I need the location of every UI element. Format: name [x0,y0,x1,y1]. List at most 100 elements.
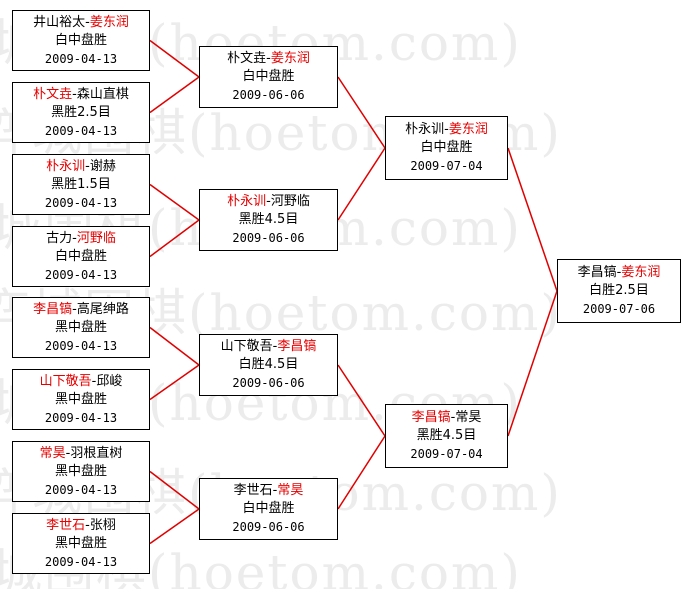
player-1-name: 朴永训 [46,158,86,174]
player-separator: - [272,483,278,498]
match-result: 黑中盘胜 [54,391,107,407]
match-result: 白中盘胜 [242,501,295,516]
player-separator: - [72,230,77,246]
match-box-r1-7: 常昊-羽根直树黑中盘胜 2009-04-13 [12,441,150,502]
player-2-name: 高尾绅路 [76,301,129,317]
player-separator: - [450,410,456,425]
player-separator: - [272,339,278,354]
player-2-name: 邱峻 [96,373,123,389]
match-players: 山下敬吾-邱峻 [40,373,123,391]
player-1-name: 井山裕太 [33,14,86,30]
player-2-name: 河野临 [76,230,116,246]
player-1-name: 李昌镐 [411,410,451,425]
match-result: 白中盘胜 [54,248,107,264]
match-date: 2009-06-06 [232,231,305,245]
match-date: 2009-07-04 [410,447,483,461]
player-separator: - [85,14,90,30]
player-2-name: 姜东润 [89,14,129,30]
match-date: 2009-06-06 [232,88,305,102]
player-1-name: 朴文垚 [33,86,73,102]
match-players: 李世石-张栩 [46,517,116,535]
match-date: 2009-04-13 [44,482,118,497]
match-players: 朴永训-姜东润 [405,121,488,139]
match-players: 李昌镐-常昊 [412,409,482,427]
connector-r1-7 [149,470,200,510]
match-result: 黑胜2.5目 [51,104,111,120]
match-players: 朴文垚-姜东润 [227,50,310,68]
player-2-name: 李昌镐 [277,339,317,354]
player-1-name: 李昌镐 [577,265,617,280]
match-date: 2009-06-06 [232,376,305,390]
player-separator: - [85,158,90,174]
match-date: 2009-04-13 [44,410,118,425]
match-result: 黑中盘胜 [54,319,107,335]
player-1-name: 常昊 [39,445,66,461]
player-separator: - [266,194,271,209]
player-2-name: 河野临 [270,194,310,209]
player-separator: - [65,445,71,461]
connector-r1-4 [149,219,200,258]
player-1-name: 李世石 [233,483,273,498]
match-box-r1-2: 朴文垚-森山直棋黑胜2.5目 2009-04-13 [12,82,150,143]
player-separator: - [91,373,97,389]
player-2-name: 姜东润 [621,265,661,280]
match-players: 山下敬吾-李昌镐 [221,338,317,356]
match-date: 2009-04-13 [44,554,118,569]
match-date: 2009-04-13 [44,338,118,353]
player-separator: - [72,86,77,102]
match-result: 白中盘胜 [242,69,295,84]
match-result: 白中盘胜 [54,32,107,48]
player-separator: - [266,51,271,66]
connector-r1-2 [149,76,200,114]
player-1-name: 山下敬吾 [220,339,273,354]
connector-r3-1 [507,147,558,292]
player-1-name: 李世石 [46,517,86,533]
match-players: 朴永训-河野临 [227,193,310,211]
match-box-r1-6: 山下敬吾-邱峻黑中盘胜 2009-04-13 [12,369,150,430]
match-date: 2009-07-04 [410,159,483,173]
connector-r1-5 [149,326,200,366]
connector-r3-2 [507,290,558,437]
match-result: 黑胜4.5目 [238,212,299,227]
match-date: 2009-04-13 [44,51,118,66]
match-date: 2009-04-13 [44,195,118,210]
player-separator: - [85,517,90,533]
match-players: 常昊-羽根直树 [40,445,123,463]
player-1-name: 李昌镐 [33,301,73,317]
match-players: 古力-河野临 [46,230,116,248]
match-result: 白胜2.5目 [589,283,649,298]
player-2-name: 姜东润 [270,51,310,66]
match-players: 李昌镐-高尾绅路 [33,301,129,319]
match-date: 2009-04-13 [44,123,118,138]
connector-r2-4 [337,435,386,510]
connector-r1-1 [149,39,200,78]
match-result: 黑胜1.5目 [51,176,111,192]
player-2-name: 谢赫 [89,158,116,174]
match-players: 李世石-常昊 [234,482,304,500]
player-2-name: 姜东润 [448,122,488,137]
match-players: 朴永训-谢赫 [46,158,116,176]
player-2-name: 常昊 [277,483,304,498]
match-result: 黑中盘胜 [54,463,107,479]
connector-r1-3 [149,183,200,221]
match-box-r1-1: 井山裕太-姜东润白中盘胜 2009-04-13 [12,10,150,71]
match-result: 白胜4.5目 [238,357,299,372]
player-2-name: 张栩 [89,517,116,533]
player-2-name: 森山直棋 [76,86,129,102]
match-box-r2-2: 朴永训-河野临黑胜4.5目 2009-06-06 [199,189,338,251]
connector-r2-1 [337,76,386,149]
match-result: 黑中盘胜 [54,535,107,551]
player-1-name: 朴文垚 [227,51,267,66]
player-2-name: 常昊 [455,410,482,425]
player-1-name: 朴永训 [405,122,445,137]
player-separator: - [616,265,622,280]
match-box-r1-5: 李昌镐-高尾绅路黑中盘胜 2009-04-13 [12,297,150,358]
